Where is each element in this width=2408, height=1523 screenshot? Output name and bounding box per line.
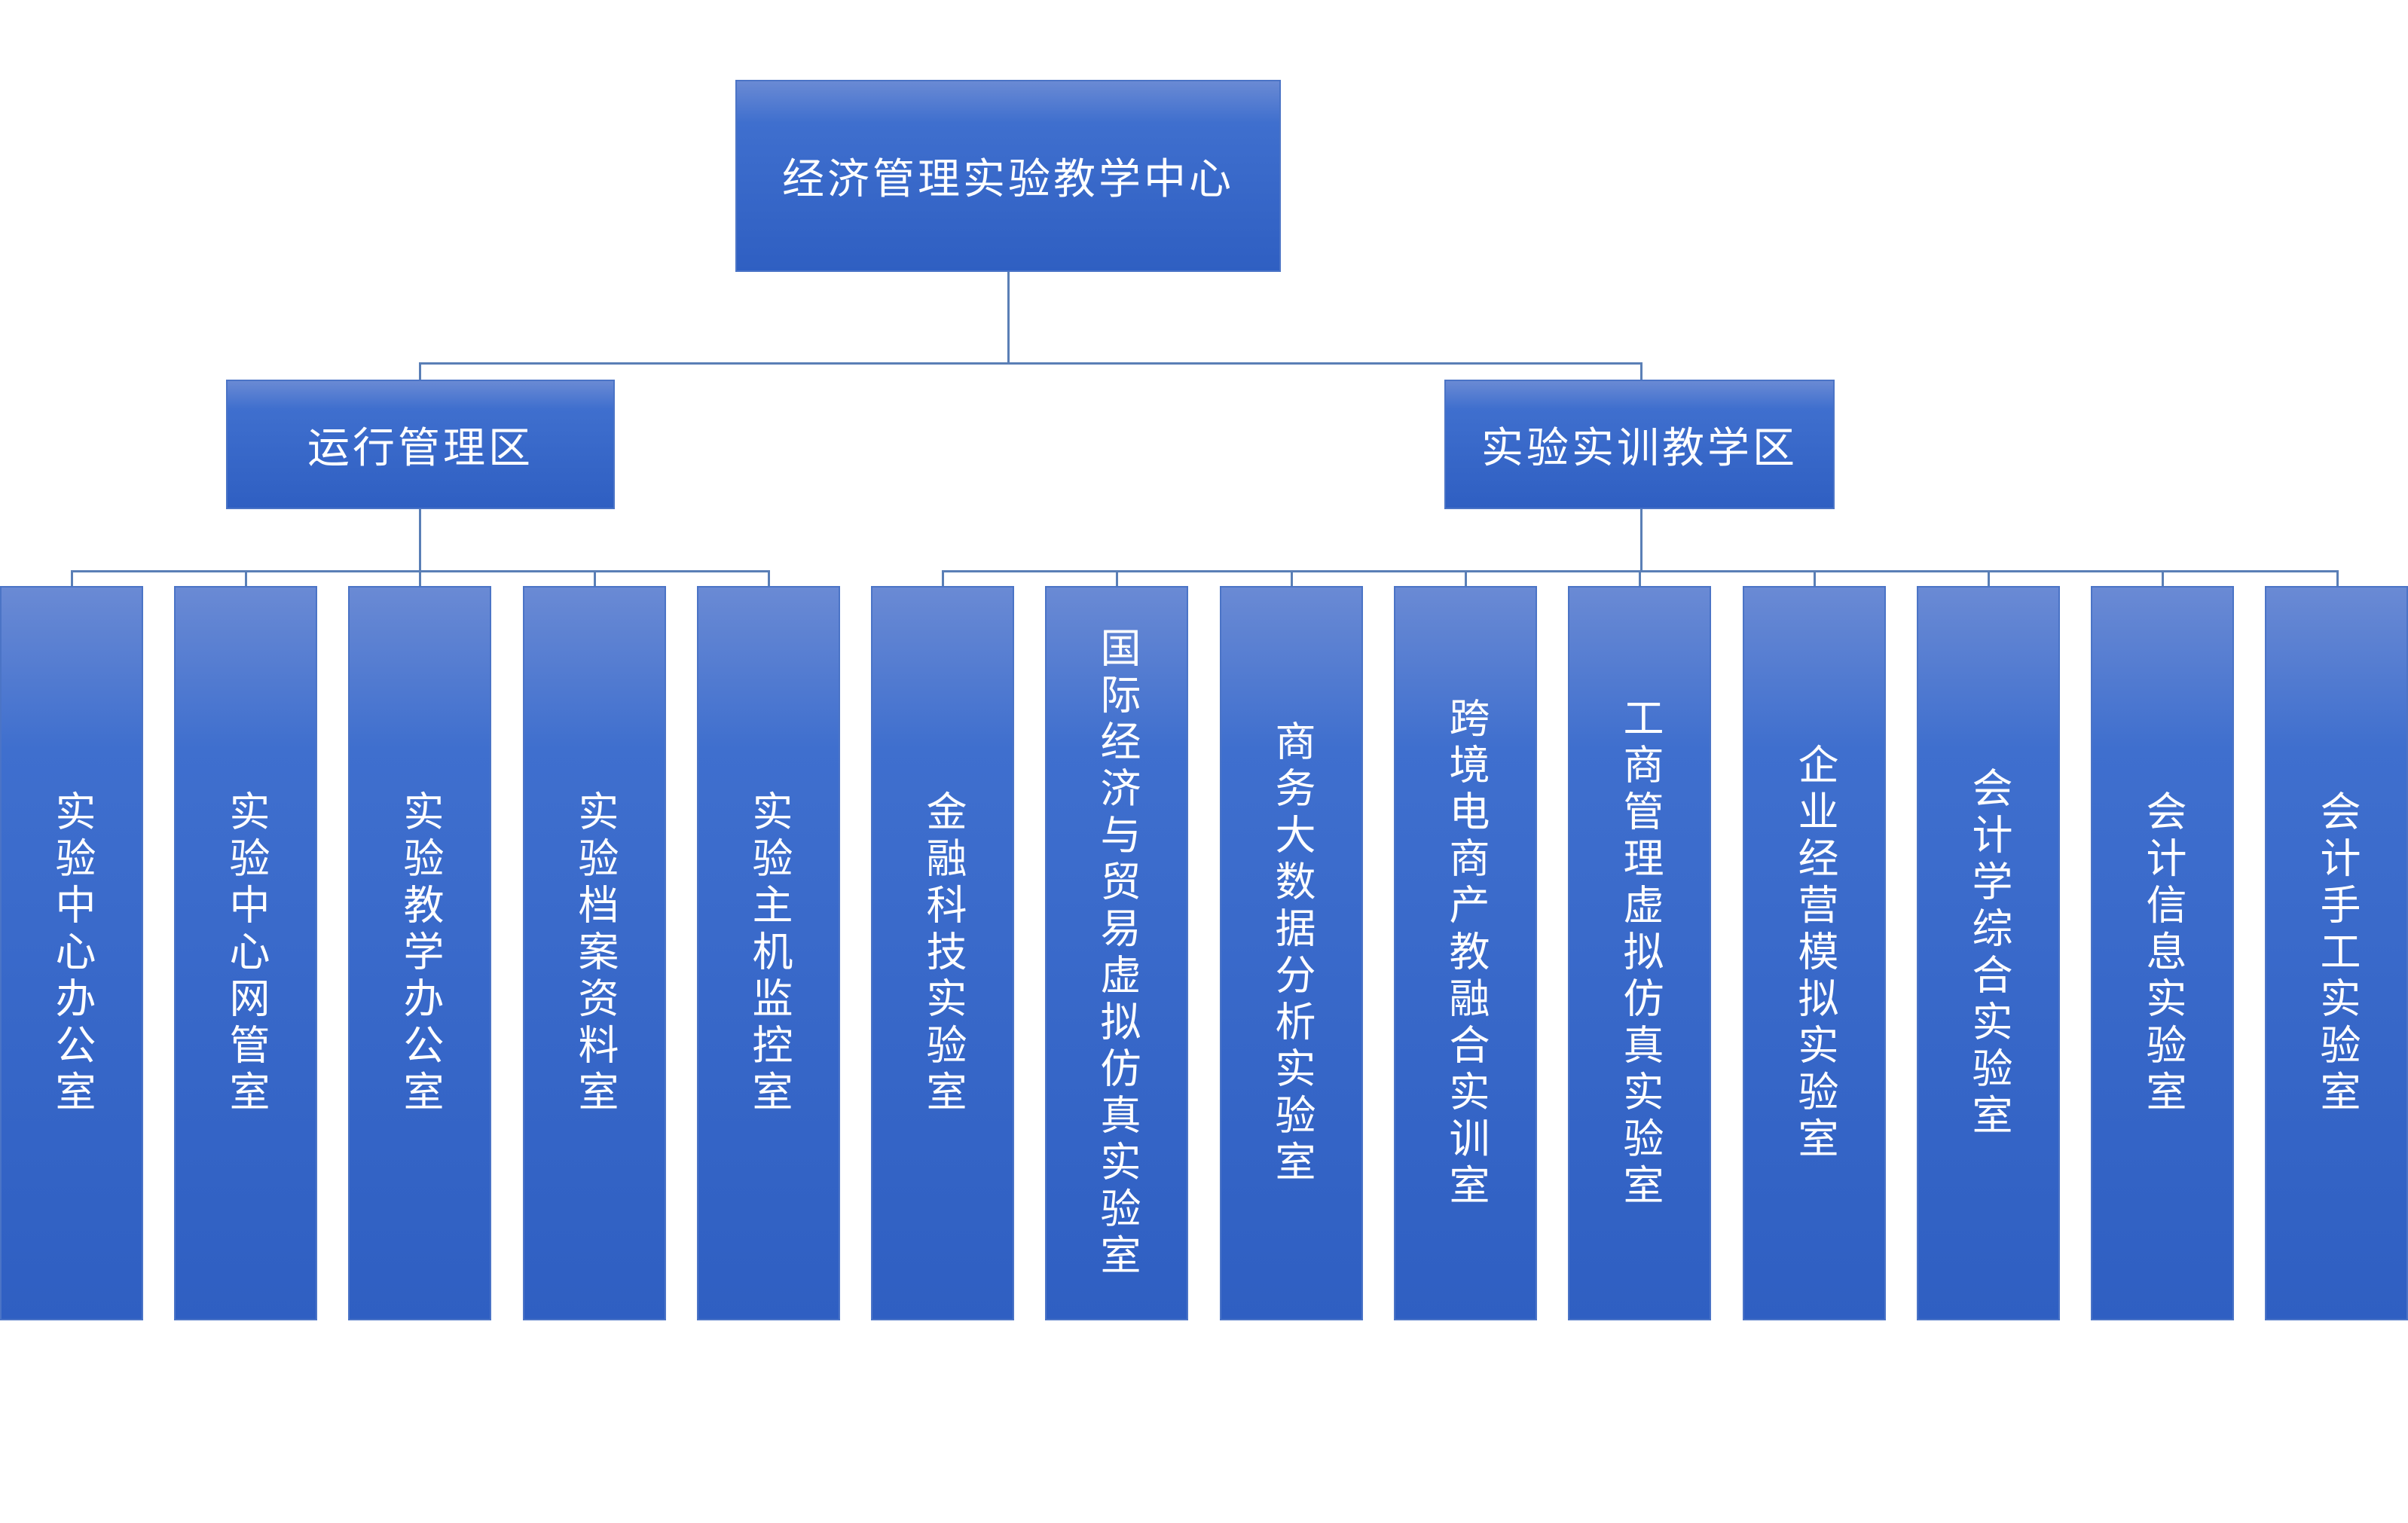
connector-branch-bar [419, 362, 1643, 365]
branch-node-label: 实验实训教学区 [1481, 423, 1798, 473]
leaf-node: 金融科技实验室 [871, 586, 1014, 1320]
leaf-node-label: 实验中心网管室 [222, 789, 270, 1117]
connector-leaf-drop [1988, 570, 1990, 587]
connector-leaf-drop [2336, 570, 2339, 587]
leaf-node: 商务大数据分析实验室 [1220, 586, 1363, 1320]
branch-node-label: 运行管理区 [307, 423, 533, 473]
connector-leaf-drop [768, 570, 770, 587]
leaf-node: 实验档案资料室 [523, 586, 666, 1320]
connector-left-branch-down [419, 508, 421, 572]
connector-leaf-drop [419, 570, 421, 587]
leaf-node: 工商管理虚拟仿真实验室 [1568, 586, 1711, 1320]
connector-leaf-drop [2162, 570, 2164, 587]
leaf-node-label: 实验教学办公室 [396, 789, 444, 1117]
leaf-node: 企业经营模拟实验室 [1743, 586, 1886, 1320]
connector-root-down [1007, 270, 1010, 365]
leaf-node-label: 实验中心办公室 [48, 789, 96, 1117]
leaf-node-label: 企业经营模拟实验室 [1791, 743, 1838, 1164]
connector-leaf-drop [1639, 570, 1641, 587]
connector-leaf-drop [1465, 570, 1467, 587]
leaf-node-label: 金融科技实验室 [919, 789, 967, 1117]
leaf-node: 跨境电商产教融合实训室 [1394, 586, 1537, 1320]
leaf-node: 会计信息实验室 [2091, 586, 2234, 1320]
branch-node-teaching: 实验实训教学区 [1444, 380, 1835, 509]
root-node: 经济管理实验教学中心 [735, 80, 1281, 272]
root-node-label: 经济管理实验教学中心 [782, 155, 1234, 204]
connector-right-branch-up [1640, 362, 1643, 380]
leaf-node-label: 商务大数据分析实验室 [1268, 719, 1316, 1187]
leaf-node: 会计学综合实验室 [1917, 586, 2060, 1320]
leaf-node: 实验中心网管室 [174, 586, 317, 1320]
leaf-node-label: 会计信息实验室 [2139, 789, 2186, 1117]
connector-leaf-drop [71, 570, 73, 587]
connector-leaf-drop [1291, 570, 1293, 587]
leaf-node-label: 跨境电商产教融合实训室 [1442, 696, 1490, 1210]
leaf-node-label: 会计学综合实验室 [1965, 766, 2012, 1140]
leaf-node: 国际经济与贸易虚拟仿真实验室 [1045, 586, 1188, 1320]
leaf-node: 实验教学办公室 [348, 586, 491, 1320]
connector-leaf-drop [245, 570, 247, 587]
connector-leaf-drop [942, 570, 944, 587]
branch-node-operations: 运行管理区 [226, 380, 615, 509]
leaf-node-label: 实验档案资料室 [571, 789, 619, 1117]
leaf-node-label: 实验主机监控室 [745, 789, 793, 1117]
leaf-node: 实验主机监控室 [697, 586, 840, 1320]
leaf-node-label: 工商管理虚拟仿真实验室 [1616, 696, 1664, 1210]
connector-leaf-drop [594, 570, 596, 587]
leaf-node: 实验中心办公室 [0, 586, 143, 1320]
connector-left-branch-up [419, 362, 421, 380]
connector-leaf-drop [1814, 570, 1816, 587]
leaf-node-label: 国际经济与贸易虚拟仿真实验室 [1093, 626, 1141, 1280]
connector-right-branch-down [1640, 508, 1643, 572]
leaf-node: 会计手工实验室 [2265, 586, 2408, 1320]
leaf-node-label: 会计手工实验室 [2313, 789, 2361, 1117]
connector-leaf-drop [1116, 570, 1118, 587]
